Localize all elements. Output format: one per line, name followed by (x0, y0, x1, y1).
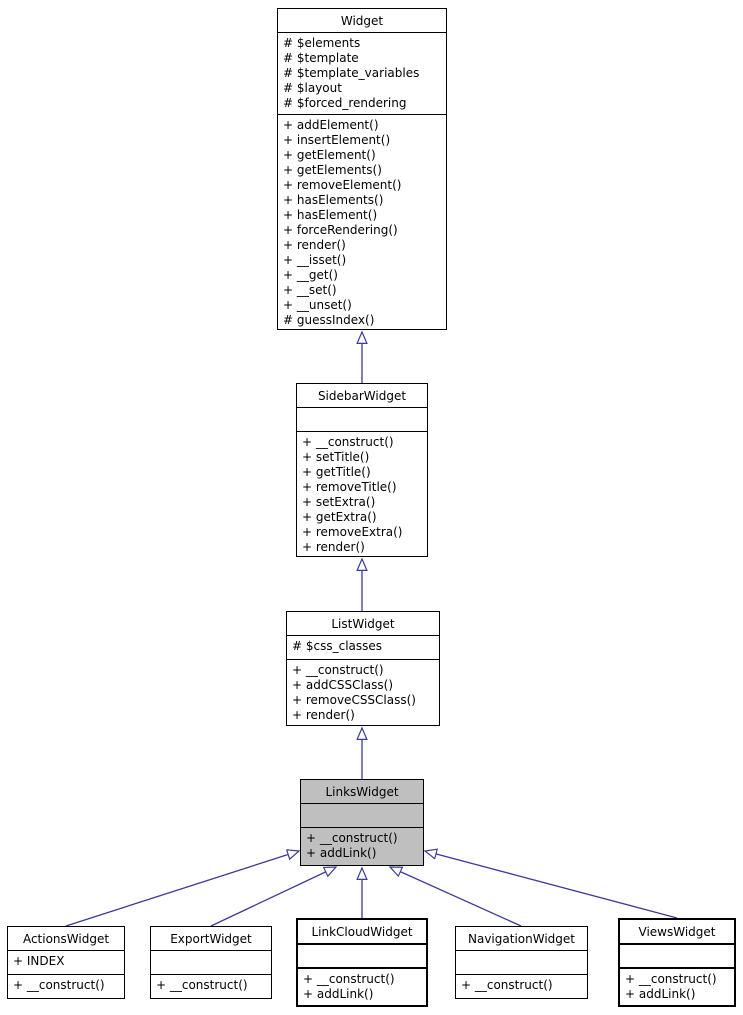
class-name: LinksWidget (301, 780, 423, 804)
methods-compartment: + __construct() + addLink() (303, 972, 395, 1001)
attributes-compartment: # $elements # $template # $template_vari… (278, 33, 446, 115)
attributes-compartment (151, 951, 271, 975)
attributes-compartment (620, 945, 734, 969)
class-name: NavigationWidget (456, 927, 587, 951)
class-name: ActionsWidget (8, 927, 124, 951)
class-box-actionswidget[interactable]: ActionsWidget + INDEX + __construct() (7, 926, 125, 999)
methods-compartment: + __construct() (13, 978, 105, 992)
inheritance-arrow-viewswidget-linkswidget (425, 851, 678, 919)
inheritance-arrow-navigationwidget-linkswidget (390, 867, 522, 927)
attributes-compartment (297, 408, 427, 432)
methods-compartment: + addElement() + insertElement() + getEl… (283, 118, 402, 327)
class-box-listwidget[interactable]: ListWidget # $css_classes + __construct(… (286, 611, 440, 726)
inheritance-arrow-actionswidget-linkswidget (65, 851, 299, 927)
class-box-exportwidget[interactable]: ExportWidget + __construct() (150, 926, 272, 999)
class-name: LinkCloudWidget (298, 920, 426, 945)
methods-compartment: + __construct() (156, 978, 248, 992)
attributes-compartment: + INDEX (8, 951, 124, 975)
class-box-linkcloudwidget[interactable]: LinkCloudWidget + __construct() + addLin… (296, 918, 428, 1007)
class-name: ExportWidget (151, 927, 271, 951)
class-name: ViewsWidget (620, 920, 734, 945)
attributes-compartment: # $css_classes (287, 636, 439, 660)
class-box-linkswidget-current: LinksWidget + __construct() + addLink() (300, 779, 424, 866)
attributes-compartment (456, 951, 587, 975)
methods-compartment: + __construct() + addCSSClass() + remove… (292, 663, 416, 722)
attributes-compartment (301, 804, 423, 828)
methods-compartment: + __construct() + addLink() (625, 972, 717, 1001)
class-box-viewswidget[interactable]: ViewsWidget + __construct() + addLink() (618, 918, 736, 1007)
methods-compartment: + __construct() (461, 978, 553, 992)
methods-compartment: + __construct() + addLink() (306, 831, 398, 860)
class-name: Widget (278, 9, 446, 33)
class-box-navigationwidget[interactable]: NavigationWidget + __construct() (455, 926, 588, 999)
inheritance-arrow-exportwidget-linkswidget (210, 867, 336, 927)
class-box-sidebarwidget[interactable]: SidebarWidget + __construct() + setTitle… (296, 383, 428, 557)
class-name: SidebarWidget (297, 384, 427, 408)
attributes-compartment (298, 945, 426, 969)
class-box-widget[interactable]: Widget # $elements # $template # $templa… (277, 8, 447, 330)
methods-compartment: + __construct() + setTitle() + getTitle(… (302, 435, 403, 554)
class-name: ListWidget (287, 612, 439, 636)
